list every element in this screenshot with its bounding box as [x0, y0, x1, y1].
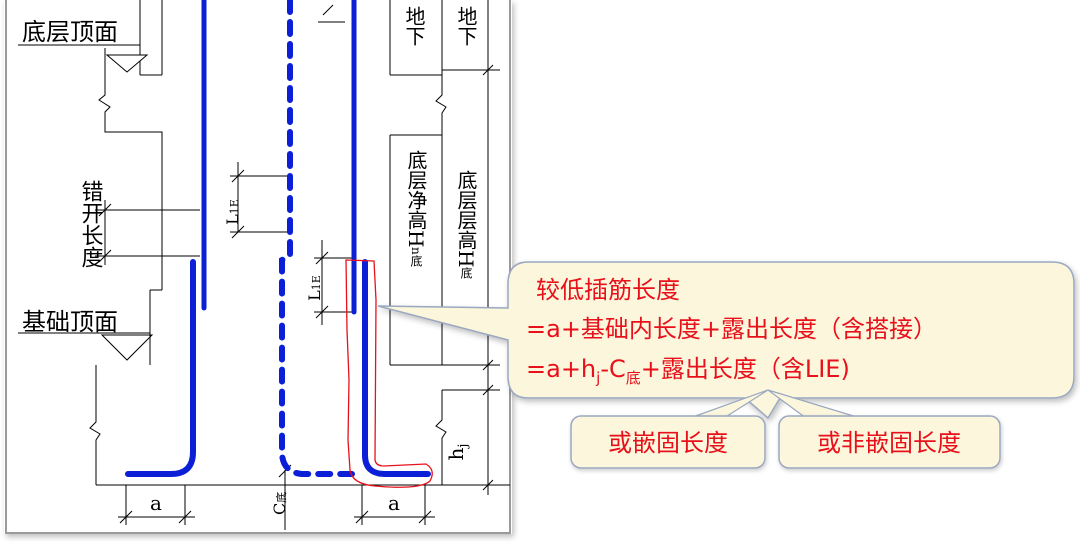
option-non-embedded-label: 或非嵌固长度 [817, 429, 961, 457]
label-l1e-upper: L1E [223, 199, 242, 225]
structure-lines [18, 0, 510, 530]
label-a-left: a [150, 491, 162, 515]
formula-line-3: =a+hj-C底+露出长度（含LIE) [526, 355, 850, 387]
label-a-right: a [388, 491, 400, 515]
label-c-base: C底 [270, 492, 289, 515]
formula-line-2: =a+基础内长度+露出长度（含搭接） [526, 315, 937, 343]
option-embedded [570, 415, 766, 469]
label-foundation-top: 基础顶面 [22, 308, 118, 336]
rebar-lower-left-bent [125, 259, 196, 477]
option-non-embedded [778, 415, 1001, 469]
label-ground-top: 底层顶面 [22, 18, 118, 46]
formula-text: 较低插筋长度 =a+基础内长度+露出长度（含搭接） =a+hj-C底+露出长度（… [526, 276, 937, 387]
rebar-lower-right-bent [362, 259, 431, 477]
option-connectors [689, 389, 861, 419]
label-basement-1: 地下 [402, 6, 426, 46]
rebar-dashed-center [279, 0, 355, 477]
label-stagger-length: 错开长度 [78, 180, 104, 268]
formula-title: 较低插筋长度 [536, 276, 680, 304]
option-embedded-label: 或嵌固长度 [608, 429, 728, 457]
rebar-group [125, 0, 431, 477]
label-basement-2: 地下 [454, 6, 478, 46]
highlight-outline [345, 259, 433, 488]
label-l1e-lower: L1E [305, 275, 324, 301]
label-hj: hj [444, 444, 471, 461]
drawing-frame [4, 0, 512, 534]
